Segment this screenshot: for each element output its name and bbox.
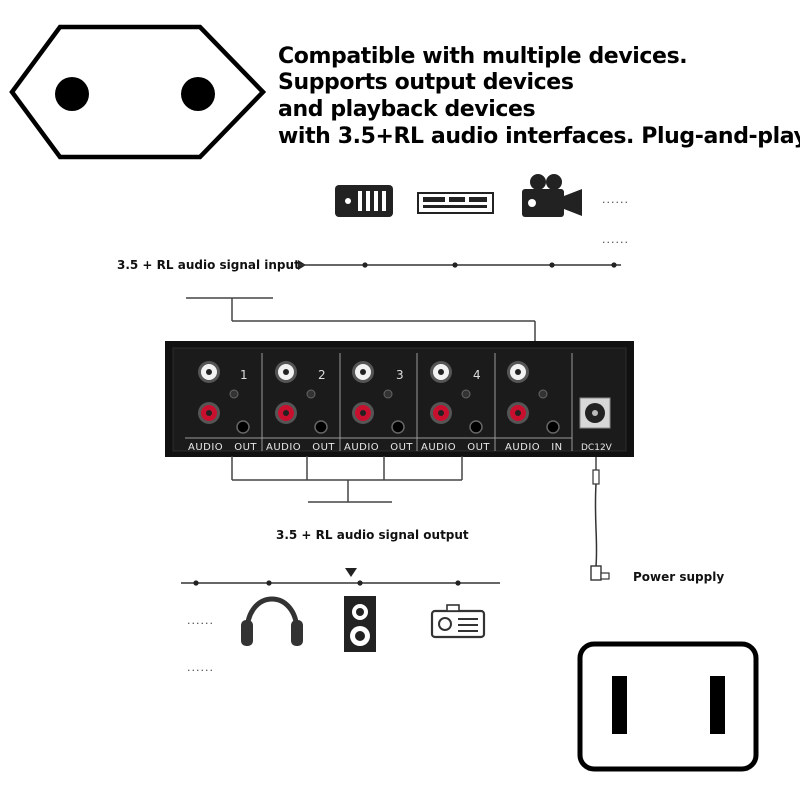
input-more-devices-2: ...... <box>602 233 629 246</box>
input-signal-line <box>298 260 621 270</box>
output-port-1: 1 AUDIO OUT <box>188 361 257 453</box>
port-number: 1 <box>240 368 248 382</box>
headline-line-1: Compatible with multiple devices. <box>278 44 687 69</box>
port-number: 2 <box>318 368 326 382</box>
dc-label: DC12V <box>581 443 613 453</box>
input-more-devices-1: ...... <box>602 193 629 206</box>
eu-plug-icon <box>9 24 267 160</box>
us-plug-icon <box>577 641 759 772</box>
audio-receiver-icon <box>417 192 494 214</box>
headline-line-2: Supports output devices <box>278 70 574 95</box>
dvd-player-icon <box>335 185 393 217</box>
power-supply-label: Power supply <box>633 570 724 584</box>
projector-icon <box>430 604 486 639</box>
dc-power-jack: DC12V <box>579 397 613 453</box>
port-label: AUDIO OUT <box>421 442 490 453</box>
port-label: AUDIO OUT <box>266 442 335 453</box>
port-label: AUDIO OUT <box>188 442 257 453</box>
headphones-icon <box>241 596 303 646</box>
headline-line-3: and playback devices <box>278 97 536 122</box>
output-more-devices-1: ...... <box>187 614 214 627</box>
input-port: AUDIO IN <box>505 361 563 453</box>
headline: Compatible with multiple devices. Suppor… <box>278 44 800 149</box>
port-label: AUDIO IN <box>505 442 563 453</box>
output-connector <box>231 456 463 503</box>
input-signal-label: 3.5 + RL audio signal input <box>117 258 300 272</box>
output-signal-label: 3.5 + RL audio signal output <box>276 528 469 542</box>
input-connector <box>186 297 536 344</box>
speaker-icon <box>344 596 376 652</box>
headline-line-4: with 3.5+RL audio interfaces. Plug-and-p… <box>278 124 800 149</box>
port-number: 3 <box>396 368 404 382</box>
output-port-4: 4 AUDIO OUT <box>421 361 490 453</box>
output-port-3: 3 AUDIO OUT <box>344 361 413 453</box>
output-signal-line <box>181 568 500 586</box>
power-cable <box>590 457 610 581</box>
audio-distributor-panel: 1 AUDIO OUT 2 AUDIO OUT 3 <box>165 341 634 457</box>
port-number: 4 <box>473 368 481 382</box>
port-label: AUDIO OUT <box>344 442 413 453</box>
video-camera-icon <box>522 174 582 217</box>
output-port-2: 2 AUDIO OUT <box>266 361 335 453</box>
output-more-devices-2: ...... <box>187 661 214 674</box>
